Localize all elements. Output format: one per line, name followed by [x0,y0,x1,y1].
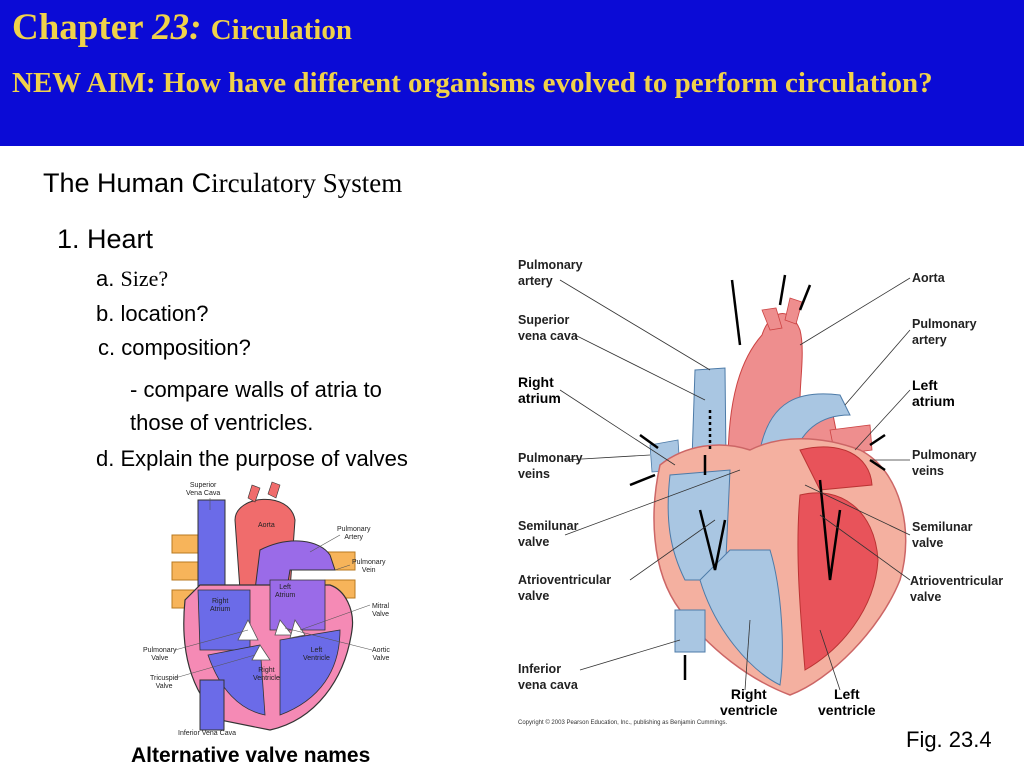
alt-leader-pulm-artery [309,534,341,553]
figure-caption: Fig. 23.4 [906,727,992,752]
chapter-word: Chapter [12,7,143,48]
left-atrium-shape [799,446,873,491]
outline-a-prefix: a. [96,266,115,291]
alt-heart-diagram [171,481,373,731]
outline-heart: 1. Heart [57,224,154,254]
aorta-branch-2 [784,297,803,325]
leader-semilunar-left [564,469,741,536]
alt-valve-3 [274,619,293,636]
alt-left-ventricle-shape [279,629,341,716]
leader-aorta [799,277,911,346]
alt-right-ventricle-shape [207,644,266,716]
outline-item-c: c. composition? [98,335,251,360]
alt-leader-mitral [299,604,371,631]
label-aorta: Aorta [912,271,945,285]
right-ventricle-shape [699,549,783,686]
leader-right-atrium [559,389,676,466]
inferior-vena-cava-shape [674,609,706,653]
copyright-notice: Copyright © 2003 Pearson Education, Inc.… [518,720,728,726]
outline-item-c-sub-2: those of ventricles. [130,410,314,435]
right-atrium-shape [667,469,731,581]
subtitle-part1: The Human C [43,168,212,198]
alt-label-aorta: Aorta [258,522,275,529]
title-banner: Chapter 23: Circulation NEW AIM: How hav… [0,0,1024,146]
chapter-title: Chapter 23: Circulation [12,6,352,49]
flow-arrow-pv-left-2 [629,473,656,487]
alt-label-inferior-vena-cava: Inferior Vena Cava [178,730,236,737]
outline-item-b: b. location? [96,301,209,326]
flow-arrow-pv-right-2 [869,458,886,472]
section-subtitle: The Human Circulatory System [43,168,402,199]
flow-arrow-up-1 [730,279,742,346]
outline-item-c-sub-1: - compare walls of atria to [130,377,382,402]
alt-valve-2 [251,644,271,661]
leader-superior-vena-cava [574,334,706,401]
subtitle-part2: irculatory System [211,168,403,198]
leader-left-atrium [854,389,911,451]
aim-statement: NEW AIM: How have different organisms ev… [12,67,933,99]
leader-left-ventricle [819,629,841,691]
flow-arrow-up-2 [798,284,812,311]
flow-arrow-pv-left [639,433,659,450]
alt-leader-tricuspid [174,654,256,679]
alt-leader-aortic [284,627,373,651]
leader-pulmonary-artery-right [844,329,911,406]
flow-arrow-up-3 [778,274,787,306]
leader-pulmonary-veins-left [564,454,651,461]
chapter-number: 23: [152,7,202,48]
alt-inferior-vena-cava-shape [199,679,225,731]
outline-a-text: Size? [120,266,169,291]
leader-pulmonary-artery-left [559,279,711,371]
chapter-topic: Circulation [210,14,352,46]
outline-item-a: a. Size? [96,266,168,292]
alt-leader-pulm-valve [174,629,249,651]
flow-arrow-rv-loop [698,509,727,571]
aorta-branch-1 [761,307,783,331]
leader-av-left [629,519,716,581]
alt-leader-pulm-vein [334,564,351,571]
leader-semilunar-right [804,484,911,536]
alt-left-atrium-shape [269,579,326,631]
leader-av-right [819,514,911,581]
leader-inferior-vena-cava [579,639,681,671]
alt-aorta-branch [247,481,281,503]
flow-arrow-lv-loop [818,479,842,581]
alt-valve-4 [289,619,306,639]
flow-arrow-pv-right [869,433,886,447]
alt-figure-caption: Alternative valve names [131,744,371,767]
outline-item-d: d. Explain the purpose of valves [96,446,408,471]
heart-diagram [559,274,911,696]
leader-right-ventricle [744,619,751,691]
left-ventricle-shape [797,492,879,671]
